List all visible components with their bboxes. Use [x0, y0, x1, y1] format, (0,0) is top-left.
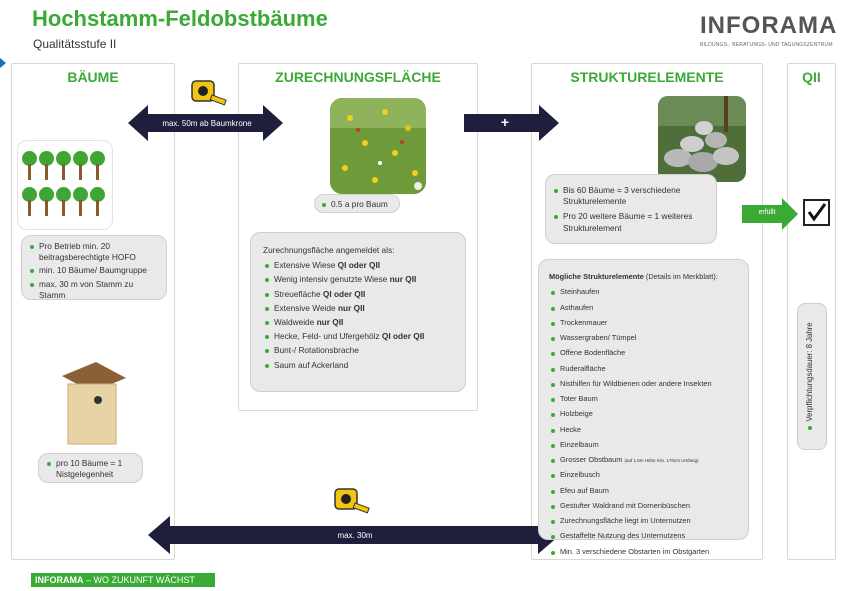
list-item: Asthaufen	[549, 303, 738, 312]
struktur-rules-box: Bis 60 Bäume = 3 verschiedene Strukturel…	[545, 174, 717, 244]
list-item: Grosser Obstbaum (auf 1.5m Höhe min. 170…	[549, 455, 738, 464]
list-item: Pro 20 weitere Bäume = 1 weiteres Strukt…	[552, 211, 710, 233]
list-item: Hecke	[549, 425, 738, 434]
tree-icon	[21, 187, 38, 217]
zurechnung-intro: Zurechnungsfläche angemeldet als:	[263, 245, 395, 255]
tree-icon	[38, 151, 55, 181]
list-item: pro 10 Bäume = 1 Nistgelegenheit	[45, 458, 136, 480]
tree-icon	[21, 151, 38, 181]
list-item: Bis 60 Bäume = 3 verschiedene Strukturel…	[552, 185, 710, 207]
tree-icon	[72, 187, 89, 217]
pointer-triangle-icon	[0, 58, 6, 68]
column-heading-struktur: STRUKTURELEMENTE	[570, 69, 724, 85]
baeume-rules-box: Pro Betrieb min. 20 beitragsberechtigte …	[21, 235, 167, 300]
list-item: Pro Betrieb min. 20 beitragsberechtigte …	[28, 241, 160, 263]
duration-label: Verpflichtungsdauer: 8 Jahre	[805, 301, 819, 451]
list-item: Wenig intensiv genutzte Wiese nur QII	[263, 274, 453, 285]
list-item: Hecke, Feld- und Ufergehölz QI oder QII	[263, 331, 453, 342]
list-item: Nisthilfen für Wildbienen oder andere In…	[549, 379, 738, 388]
measuring-tape-icon	[333, 487, 371, 517]
logo-wordmark: INFORAMA	[700, 12, 838, 39]
column-heading-qii: QII	[802, 69, 821, 85]
list-item: max. 30 m von Stamm zu Stamm	[28, 279, 160, 301]
list-item: Min. 3 verschiedene Obstarten im Obstgar…	[549, 547, 738, 556]
distance-label-top: max. 50m ab Baumkrone	[162, 119, 252, 128]
stone-pile-image	[658, 96, 746, 182]
list-item: Zurechnungsfläche liegt im Unternutzen	[549, 516, 738, 525]
nest-box: pro 10 Bäume = 1 Nistgelegenheit	[38, 453, 143, 483]
list-item: Trockenmauer	[549, 318, 738, 327]
list-item: Holzbeige	[549, 409, 738, 418]
list-item: Bunt-/ Rotationsbrache	[263, 345, 453, 356]
plus-label: +	[500, 114, 510, 130]
column-heading-zurechnung: ZURECHNUNGSFLÄCHE	[275, 69, 441, 85]
duration-box	[797, 303, 827, 450]
tree-icon	[89, 187, 106, 217]
per-tree-box: 0.5 a pro Baum	[314, 194, 400, 213]
birdhouse-image	[56, 362, 128, 446]
footer-brand: INFORAMA – WO ZUKUNFT WÄCHST	[31, 573, 215, 587]
inforama-logo: INFORAMA BILDUNGS-, BERATUNGS- UND TAGUN…	[700, 12, 836, 54]
possible-elements-box: Mögliche Strukturelemente (Details im Me…	[538, 259, 749, 556]
list-item: min. 10 Bäume/ Baumgruppe	[28, 265, 160, 276]
measuring-tape-icon	[190, 79, 228, 109]
fulfilled-label: erfüllt	[758, 209, 776, 216]
tree-icon	[55, 151, 72, 181]
column-heading-baeume: BÄUME	[67, 69, 119, 85]
meadow-image	[330, 98, 426, 194]
list-item: Saum auf Ackerland	[263, 360, 453, 371]
list-item: Ruderalfläche	[549, 364, 738, 373]
checked-checkbox-icon	[803, 199, 830, 226]
list-item: Toter Baum	[549, 394, 738, 403]
list-item: Waldweide nur QII	[263, 317, 453, 328]
list-item: Einzelbusch	[549, 470, 738, 479]
distance-double-arrow-bottom	[148, 516, 560, 554]
fulfilled-arrow	[742, 198, 798, 230]
list-item: Efeu auf Baum	[549, 486, 738, 495]
zurechnung-list-box: Zurechnungsfläche angemeldet als: Extens…	[250, 232, 466, 392]
list-item: 0.5 a pro Baum	[320, 199, 394, 210]
list-item: Offene Bodenfläche	[549, 348, 738, 357]
page-title: Hochstamm-Feldobstbäume	[32, 6, 328, 31]
possible-elements-title: Mögliche Strukturelemente (Details im Me…	[549, 272, 718, 281]
list-item: Steinhaufen	[549, 287, 738, 296]
distance-double-arrow	[128, 105, 283, 141]
list-item: Extensive Weide nur QII	[263, 303, 453, 314]
tree-icon	[89, 151, 106, 181]
logo-tagline: BILDUNGS-, BERATUNGS- UND TAGUNGSZENTRUM	[700, 42, 833, 48]
tree-icon	[55, 187, 72, 217]
list-item: Streuefläche QI oder QII	[263, 289, 453, 300]
tree-icon	[38, 187, 55, 217]
distance-label-bottom: max. 30m	[337, 531, 373, 540]
page-subtitle: Qualitätsstufe II	[33, 37, 117, 51]
list-item: Extensive Wiese QI oder QII	[263, 260, 453, 271]
list-item: Gestufter Waldrand mit Dornenbüschen	[549, 501, 738, 510]
list-item: Gestaffelte Nutzung des Unternutzens	[549, 531, 738, 540]
list-item: Wassergraben/ Tümpel	[549, 333, 738, 342]
plus-arrow	[464, 105, 559, 141]
trees-image	[17, 140, 113, 230]
tree-icon	[72, 151, 89, 181]
list-item: Einzelbaum	[549, 440, 738, 449]
